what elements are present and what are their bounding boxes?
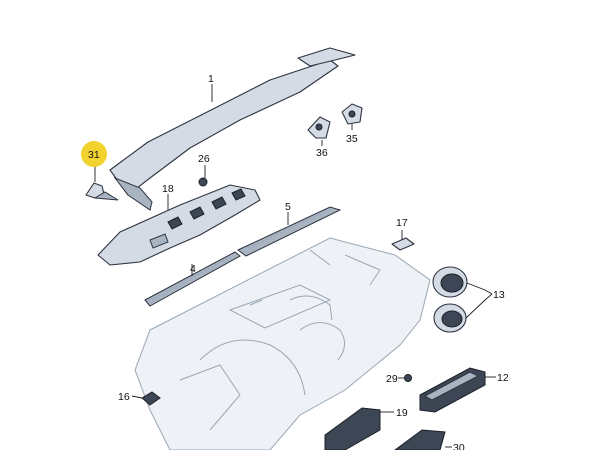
part-36-clip <box>307 116 331 139</box>
dashboard-outline <box>134 237 431 450</box>
callout-18: 18 <box>162 183 174 195</box>
part-29-screw <box>404 374 412 382</box>
part-13-air-vent-lower <box>433 303 467 333</box>
part-12-vent-housing <box>419 367 486 413</box>
leader-lines <box>94 84 496 448</box>
callout-4: 4 <box>190 263 196 275</box>
part-19-insert <box>324 407 381 450</box>
callout-26: 26 <box>198 153 210 165</box>
part-35-connector <box>341 103 363 125</box>
part-17-sensor <box>391 237 415 251</box>
part-16-clip <box>141 391 161 406</box>
part-13-air-vent-upper <box>432 266 468 298</box>
callout-31-highlight <box>81 141 107 167</box>
callout-1: 1 <box>208 73 214 85</box>
callout-31: 31 <box>88 149 100 161</box>
part-31-trim <box>85 182 119 201</box>
callout-36: 36 <box>316 147 328 159</box>
callout-5: 5 <box>285 201 291 213</box>
part-4-strip <box>144 251 241 307</box>
callout-30: 30 <box>453 442 465 450</box>
part-5-strip <box>237 206 342 257</box>
part-26-clip <box>198 177 208 187</box>
part-18-dash-bracket <box>97 184 261 266</box>
part-1-cowl-panel <box>109 47 356 211</box>
callout-35: 35 <box>346 133 358 145</box>
callout-19: 19 <box>396 407 408 419</box>
callout-13: 13 <box>493 289 505 301</box>
callout-29: 29 <box>386 373 398 385</box>
callout-17: 17 <box>396 217 408 229</box>
part-30-lower-vent <box>394 429 446 450</box>
callout-12: 12 <box>497 372 509 384</box>
callout-16: 16 <box>118 391 130 403</box>
